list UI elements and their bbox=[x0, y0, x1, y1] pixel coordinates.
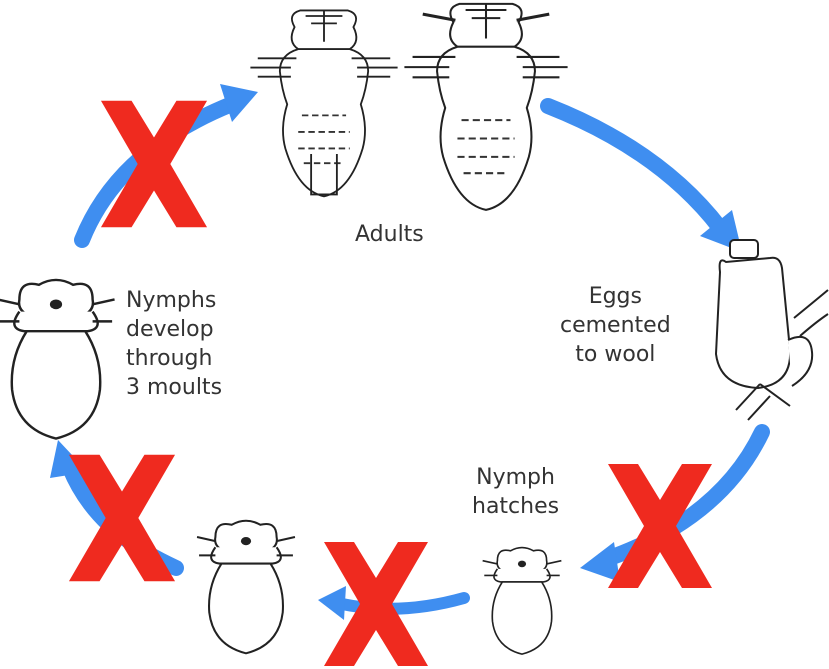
adult-louse-female bbox=[250, 10, 397, 196]
cross-icon-bottom-left bbox=[69, 455, 175, 581]
newly-hatched-nymph bbox=[483, 548, 562, 655]
cross-icon-top-left bbox=[101, 101, 207, 227]
nymph-3 bbox=[0, 280, 115, 439]
egg-on-wool-fibre bbox=[716, 240, 828, 420]
nymph-2 bbox=[197, 521, 295, 654]
label-nymphs-develop: Nymphs develop through 3 moults bbox=[126, 286, 222, 402]
label-nymph-hatches: Nymph hatches bbox=[472, 463, 559, 521]
label-adults: Adults bbox=[355, 220, 424, 249]
label-eggs: Eggs cemented to wool bbox=[560, 282, 671, 369]
cross-icon-right bbox=[608, 464, 712, 588]
arrow-adult-to-egg bbox=[548, 106, 742, 252]
